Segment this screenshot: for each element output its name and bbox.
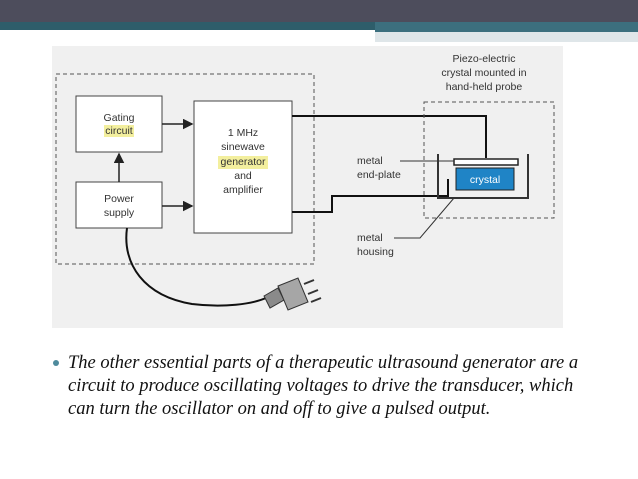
bullet-dot bbox=[53, 360, 59, 366]
metal-housing-label-1: metal bbox=[357, 232, 383, 244]
generator-line-2: sinewave bbox=[221, 141, 265, 153]
unit-boundary-dashed bbox=[55, 73, 315, 265]
header-accent-light bbox=[375, 32, 638, 42]
generator-highlight bbox=[218, 156, 268, 169]
generator-line-3: generator bbox=[221, 156, 266, 168]
metal-end-plate bbox=[453, 158, 519, 166]
generator-line-1: 1 MHz bbox=[228, 127, 258, 139]
header-accent-left bbox=[0, 22, 375, 30]
gating-label: Gating bbox=[104, 112, 135, 124]
supply-label: supply bbox=[104, 207, 135, 219]
output-lead-upper bbox=[292, 115, 487, 158]
bullet-item: The other essential parts of a therapeut… bbox=[44, 352, 604, 421]
generator-line-4: and bbox=[234, 170, 252, 182]
power-supply-box bbox=[75, 181, 163, 229]
metal-endplate-label-2: end-plate bbox=[357, 169, 401, 181]
crystal-label: crystal bbox=[470, 174, 500, 186]
circuit-label: circuit bbox=[105, 125, 133, 137]
circuit-highlight bbox=[104, 125, 134, 137]
housing-leader-line bbox=[394, 197, 455, 239]
bullet-text: The other essential parts of a therapeut… bbox=[68, 353, 579, 419]
generator-line-5: amplifier bbox=[223, 184, 263, 196]
output-lead-lower bbox=[292, 179, 449, 213]
header-accent-right bbox=[375, 22, 638, 32]
probe-caption-line-1: Piezo-electric bbox=[452, 53, 515, 65]
header-bar-dark bbox=[0, 0, 638, 22]
gating-circuit-box bbox=[75, 95, 163, 153]
mains-cable bbox=[125, 227, 267, 307]
metal-housing-label-2: housing bbox=[357, 246, 394, 258]
mains-plug-icon bbox=[263, 277, 322, 311]
power-label: Power bbox=[104, 193, 134, 205]
crystal-element bbox=[455, 167, 515, 191]
probe-caption-line-3: hand-held probe bbox=[446, 81, 523, 93]
metal-endplate-label-1: metal bbox=[357, 155, 383, 167]
probe-caption-line-2: crystal mounted in bbox=[441, 67, 526, 79]
probe-boundary-dashed bbox=[423, 101, 555, 219]
ultrasound-block-diagram: Gating circuit Power supply 1 MHz sinewa… bbox=[52, 46, 563, 328]
metal-housing bbox=[437, 154, 529, 199]
